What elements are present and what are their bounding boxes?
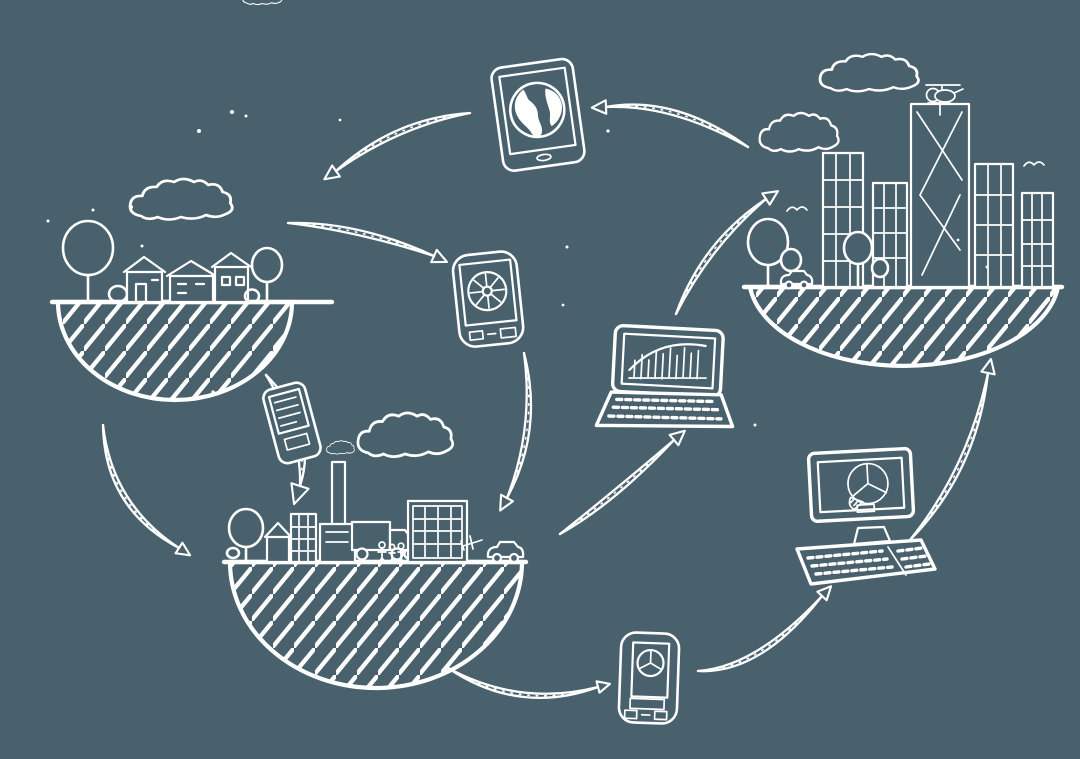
town-tree — [227, 507, 265, 564]
arrow-town-to-phone-stats — [446, 666, 612, 700]
pie-chart-icon — [847, 462, 889, 514]
bird-1 — [786, 206, 808, 212]
desktop-keys-row-2 — [810, 557, 889, 568]
desktop-numpad-keys — [896, 546, 931, 569]
laptop-chart — [594, 323, 735, 429]
arrow-town-to-laptop — [558, 429, 686, 536]
tower-braces — [916, 103, 963, 276]
desktop-keys-row-1 — [806, 549, 884, 560]
desktop-keys-row-3 — [814, 565, 894, 576]
ink-specks — [46, 110, 989, 427]
phone-stats-button-3 — [653, 710, 668, 721]
city-hill — [741, 84, 1065, 369]
phone-stats — [617, 631, 681, 725]
bird-2 — [1023, 161, 1045, 167]
desktop-screen — [816, 456, 906, 514]
tablet-screen — [498, 66, 577, 156]
town-hill — [221, 440, 529, 691]
village-hillside — [55, 299, 295, 403]
laptop-keys-row-3 — [607, 414, 723, 421]
city-tree-small-2 — [842, 230, 890, 289]
stats-circle-icon — [636, 648, 665, 678]
town-building — [289, 512, 318, 564]
connector-layer — [101, 99, 996, 700]
keypad-icon — [273, 396, 301, 427]
village-house-1 — [122, 255, 167, 304]
factory-smoke — [326, 440, 355, 455]
phone-stats-bar — [629, 697, 666, 711]
arrow-laptop-to-city — [674, 190, 779, 316]
arrow-phone-to-town — [499, 351, 533, 512]
arrow-village-to-phone — [286, 221, 448, 264]
phone-stats-screen — [630, 641, 671, 699]
desktop-pie — [795, 446, 937, 586]
skyscraper-2 — [871, 181, 909, 289]
desktop-monitor — [806, 446, 916, 523]
factory — [318, 440, 357, 564]
cloud-town — [356, 411, 455, 459]
feature-phone-screen — [267, 387, 310, 435]
village-house-3 — [210, 251, 253, 304]
village-tree-small — [250, 246, 284, 304]
city-hillside — [747, 284, 1061, 369]
feature-phone — [262, 381, 322, 465]
town-hillside — [227, 559, 525, 691]
phone-compass-button-2 — [499, 326, 518, 339]
desktop-numpad-divider — [887, 546, 907, 576]
cloud-city-2 — [758, 111, 840, 153]
factory-chimney — [330, 460, 347, 528]
cloud-city-1 — [818, 52, 920, 93]
town-car — [486, 540, 525, 564]
helicopter — [925, 84, 964, 104]
village-tree-large — [61, 219, 115, 304]
tablet-home-button — [536, 153, 552, 162]
bar-chart-icon — [628, 343, 707, 380]
city-car — [779, 269, 814, 290]
arrow-desktop-to-city — [908, 358, 996, 542]
laptop-keys-row-2 — [611, 405, 720, 412]
small-airplane — [460, 535, 483, 551]
phone-compass — [451, 250, 525, 348]
tablet-globe — [490, 57, 586, 172]
arrow-village-to-town — [101, 423, 192, 557]
arrow-city-to-tablet — [590, 99, 750, 149]
village-hill — [49, 219, 335, 403]
skyscraper-5 — [1020, 191, 1055, 289]
feature-phone-button — [283, 432, 311, 451]
phone-compass-speaker — [486, 332, 497, 336]
compass-icon — [467, 271, 508, 312]
phone-compass-button-1 — [468, 330, 485, 342]
laptop-screen — [620, 332, 717, 390]
skyscraper-4 — [973, 162, 1015, 289]
cloud-village — [128, 177, 234, 221]
factory-body — [318, 522, 357, 564]
town-building-large — [406, 499, 469, 564]
phone-compass-screen — [458, 258, 518, 327]
phone-stats-button-1 — [623, 709, 638, 720]
town-hut — [263, 521, 293, 564]
village-house-2 — [165, 259, 218, 304]
village-bush-1 — [107, 284, 129, 304]
globe-icon — [508, 81, 566, 139]
arrow-tablet-to-village — [323, 111, 472, 181]
city-tree-large — [746, 217, 790, 289]
laptop-keys-row-1 — [615, 397, 717, 404]
skyscraper-3-tower — [909, 102, 971, 289]
cloud-top-edge — [242, 0, 283, 6]
village-bush-2 — [243, 288, 261, 304]
town-bush — [225, 546, 241, 560]
arrow-phone-stats-to-desktop — [696, 585, 833, 673]
town-people — [377, 541, 405, 563]
